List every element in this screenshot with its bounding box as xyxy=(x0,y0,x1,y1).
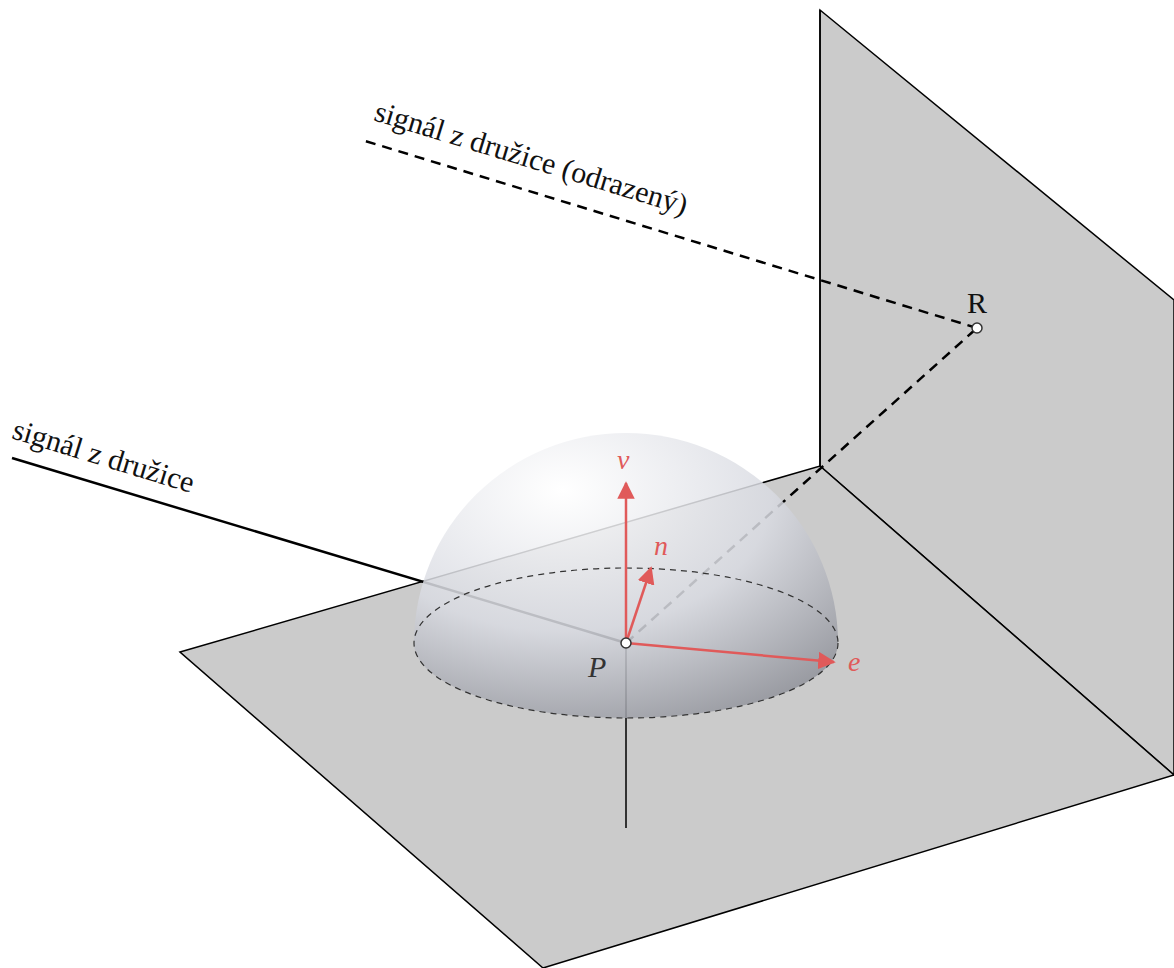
wall-edge xyxy=(819,10,821,466)
point-r xyxy=(972,323,982,333)
point-p xyxy=(621,638,631,648)
reflected-signal xyxy=(362,140,977,328)
vector-n xyxy=(626,568,651,643)
point-label: P xyxy=(588,652,606,682)
vector-label: v xyxy=(617,446,629,474)
vector-label: e xyxy=(848,648,860,676)
point-label: R xyxy=(967,288,987,318)
vector-e xyxy=(626,643,834,662)
vector-v xyxy=(625,483,628,643)
antenna-hemisphere xyxy=(414,433,838,718)
vector-label: n xyxy=(654,532,668,560)
